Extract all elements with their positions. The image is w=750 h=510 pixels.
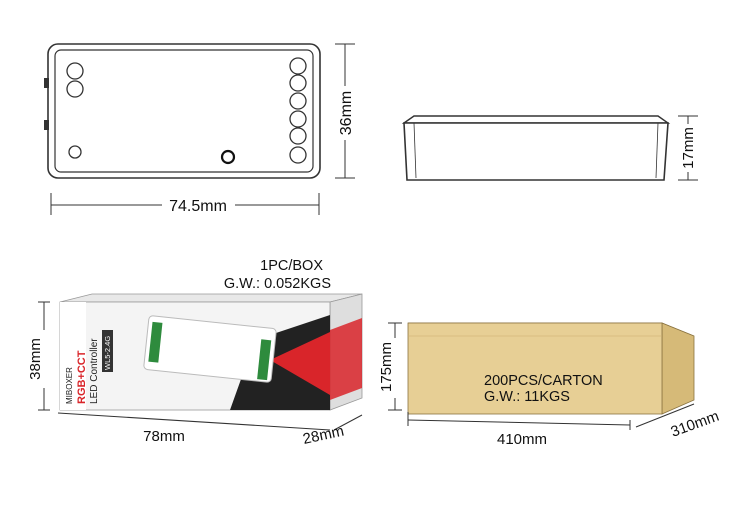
controller-height-label: 36mm	[338, 91, 355, 135]
box-left-strip	[60, 302, 86, 410]
retail-box: 1PC/BOX G.W.: 0.052KGS MIBOXER RGB+CCT L…	[27, 258, 363, 448]
terminal-hole	[289, 110, 307, 128]
box-model-badge	[102, 330, 113, 372]
dim-line	[635, 403, 695, 428]
carton-depth-label: 310mm	[669, 408, 722, 441]
carton-qty-label: 200PCS/CARTON	[484, 373, 603, 389]
controller-side-view: 17mm	[401, 115, 698, 181]
terminal-hole	[66, 80, 84, 98]
box-length-label: 78mm	[143, 428, 185, 445]
terminal-hole	[289, 74, 307, 92]
box-red-graphic	[270, 332, 330, 395]
box-top-face	[59, 293, 363, 303]
controller-outer-edge	[47, 43, 321, 179]
shipping-carton: 200PCS/CARTON G.W.: 11KGS 175mm 410mm 31…	[378, 322, 722, 448]
carton-height-label: 175mm	[378, 342, 395, 392]
box-height-label: 38mm	[27, 338, 44, 380]
terminal-hole	[289, 92, 307, 110]
side-edge	[655, 122, 659, 179]
box-product-terminal	[257, 339, 272, 381]
dim-line	[57, 412, 331, 431]
side-top-bevel	[401, 115, 671, 124]
controller-inner-edge	[54, 49, 314, 173]
carton-weight-label: G.W.: 11KGS	[484, 389, 570, 405]
terminal-hole	[289, 127, 307, 145]
box-depth-label: 28mm	[301, 423, 345, 448]
dim-line	[407, 419, 631, 426]
carton-side-face	[661, 322, 695, 415]
carton-front-face	[407, 322, 663, 415]
side-tab	[44, 120, 49, 130]
screw-hole	[68, 145, 82, 159]
side-tab	[44, 78, 49, 88]
pairing-button	[220, 149, 236, 165]
side-body	[403, 122, 669, 181]
box-brand-text: MIBOXER	[65, 367, 74, 404]
terminal-hole	[289, 146, 307, 164]
box-product-image	[143, 315, 277, 383]
box-product-line2: LED Controller	[89, 338, 100, 404]
box-product-terminal	[148, 321, 163, 363]
terminal-hole	[66, 62, 84, 80]
controller-width-label: 74.5mm	[169, 198, 227, 215]
carton-length-label: 410mm	[497, 431, 547, 448]
controller-top-view: 74.5mm 36mm	[44, 43, 355, 215]
box-product-line1: RGB+CCT	[76, 350, 88, 404]
box-qty-label: 1PC/BOX	[260, 258, 323, 274]
box-model-text: WL5-2.4G	[103, 336, 112, 370]
dim-line	[333, 414, 363, 431]
terminal-hole	[289, 57, 307, 75]
box-side-red-graphic	[330, 318, 362, 400]
controller-side-height-label: 17mm	[680, 127, 697, 169]
side-edge	[413, 122, 417, 179]
box-weight-label: G.W.: 0.052KGS	[224, 276, 331, 292]
